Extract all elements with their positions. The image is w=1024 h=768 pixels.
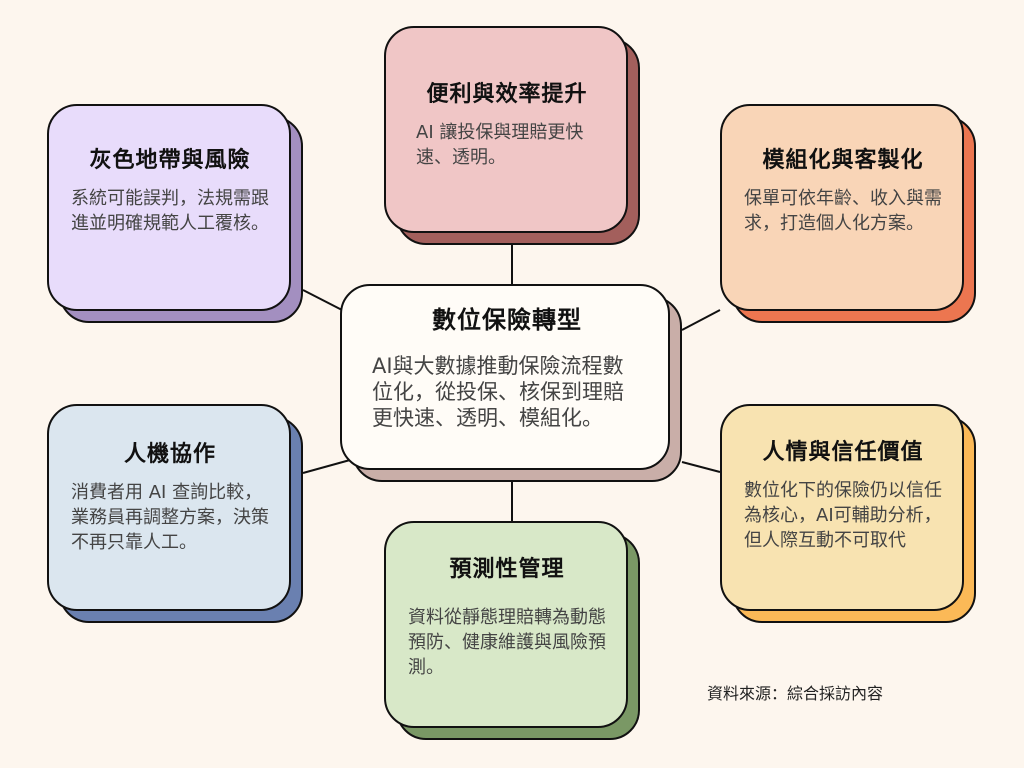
node-body: 保單可依年齡、收入與需求，打造個人化方案。: [744, 188, 942, 234]
node-body: 系統可能誤判，法規需跟進並明確規範人工覆核。: [71, 188, 269, 234]
source-note: 資料來源：綜合採訪內容: [707, 684, 884, 703]
node-title: 人機協作: [123, 442, 216, 467]
card: 預測性管理 資料從靜態理賠轉為動態預防、健康維護與風險預測。: [384, 521, 628, 728]
connector-bottom-right: [681, 461, 721, 473]
node-body: 消費者用 AI 查詢比較，業務員再調整方案，決策不再只靠人工。: [71, 482, 269, 553]
node-title: 人情與信任價值: [762, 440, 924, 465]
card: 人情與信任價值 數位化下的保險仍以信任為核心，AI可輔助分析，但人際互動不可取代: [720, 404, 964, 611]
node-body: AI 讓投保與理賠更快速、透明。: [416, 122, 584, 168]
node-trust: 人情與信任價值 數位化下的保險仍以信任為核心，AI可輔助分析，但人際互動不可取代: [720, 404, 976, 623]
card: 便利與效率提升 AI 讓投保與理賠更快速、透明。: [384, 26, 628, 233]
node-center: 數位保險轉型 AI與大數據推動保險流程數位化，從投保、核保到理賠更快速、透明、模…: [340, 284, 682, 482]
connector-bottom-left: [302, 459, 351, 474]
card: 人機協作 消費者用 AI 查詢比較，業務員再調整方案，決策不再只靠人工。: [47, 404, 291, 611]
center-title: 數位保險轉型: [432, 306, 582, 334]
node-gray-zone: 灰色地帶與風險 系統可能誤判，法規需跟進並明確規範人工覆核。: [47, 104, 303, 323]
node-title: 便利與效率提升: [426, 82, 588, 107]
card: 數位保險轉型 AI與大數據推動保險流程數位化，從投保、核保到理賠更快速、透明、模…: [340, 284, 670, 470]
node-modular: 模組化與客製化 保單可依年齡、收入與需求，打造個人化方案。: [720, 104, 976, 323]
node-body: 資料從靜態理賠轉為動態預防、健康維護與風險預測。: [408, 607, 606, 678]
center-body: AI與大數據推動保險流程數位化，從投保、核保到理賠更快速、透明、模組化。: [372, 354, 624, 430]
node-human-machine: 人機協作 消費者用 AI 查詢比較，業務員再調整方案，決策不再只靠人工。: [47, 404, 303, 623]
node-title: 灰色地帶與風險: [89, 148, 251, 173]
node-body: 數位化下的保險仍以信任為核心，AI可輔助分析，但人際互動不可取代: [744, 480, 942, 551]
card: 模組化與客製化 保單可依年齡、收入與需求，打造個人化方案。: [720, 104, 964, 311]
node-convenience: 便利與效率提升 AI 讓投保與理賠更快速、透明。: [384, 26, 640, 245]
node-predictive: 預測性管理 資料從靜態理賠轉為動態預防、健康維護與風險預測。: [384, 521, 640, 740]
node-title: 模組化與客製化: [762, 148, 924, 173]
connector-top-left: [302, 289, 343, 311]
card: 灰色地帶與風險 系統可能誤判，法規需跟進並明確規範人工覆核。: [47, 104, 291, 311]
node-title: 預測性管理: [449, 557, 565, 582]
connector-top-right: [681, 309, 721, 331]
